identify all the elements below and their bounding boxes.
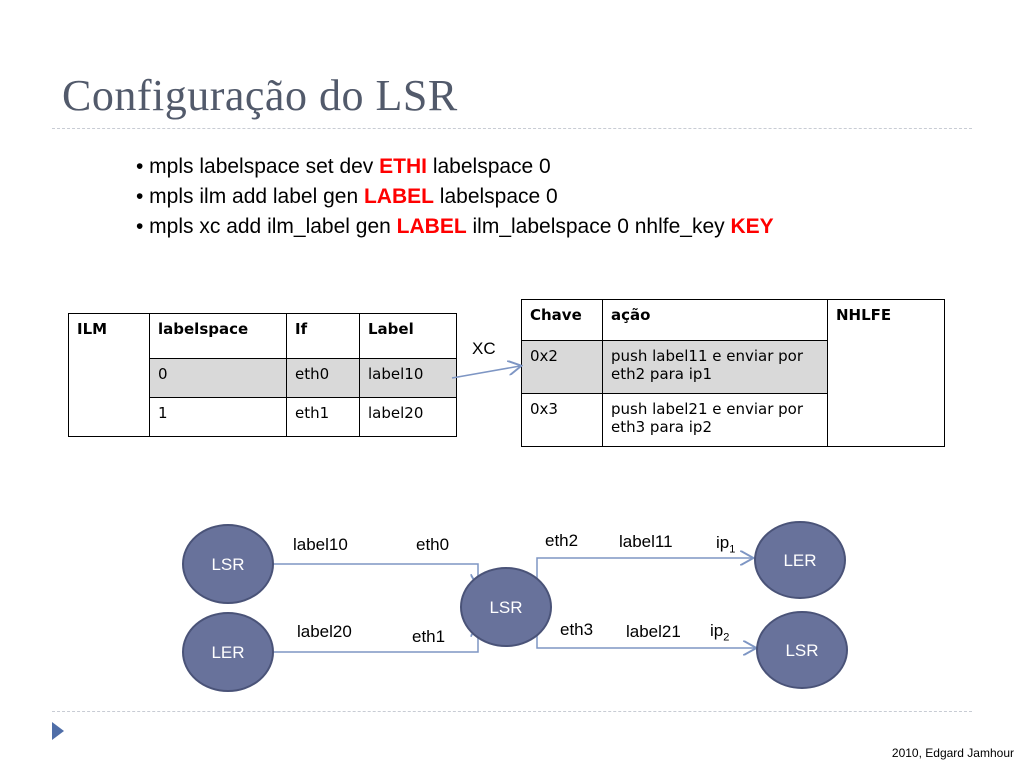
link-label: eth2 [545, 531, 579, 550]
table-header-cell: ação [602, 299, 828, 341]
nhlfe-header-cell: NHLFE [827, 299, 945, 447]
bullet-text: ilm_labelspace 0 nhlfe_key [466, 215, 731, 238]
table-cell: push label11 e enviar por eth2 para ip1 [602, 340, 828, 394]
link-label: label11 [619, 532, 673, 551]
bullet-text: • mpls ilm add label gen [136, 185, 364, 208]
node-label: LER [211, 643, 244, 662]
ilm-table: ILM labelspace If Label 0 eth0 label10 1… [68, 313, 457, 437]
bullet-highlight: KEY [730, 215, 774, 238]
play-arrow-icon [52, 722, 64, 740]
link-label-text: ip [710, 621, 724, 640]
table-cell: 0x3 [521, 393, 603, 447]
bullet-item: • mpls ilm add label gen LABEL labelspac… [136, 182, 774, 212]
link-label: eth1 [412, 627, 446, 646]
node-label: LER [783, 551, 816, 570]
slide-title: Configuração do LSR [62, 71, 458, 120]
link-label: ip1 [716, 533, 735, 555]
node-label: LSR [489, 598, 522, 617]
table-row: 1 eth1 label20 [69, 397, 457, 437]
table-header-row: Chave ação NHLFE [521, 299, 945, 447]
bullet-text: • mpls labelspace set dev [136, 155, 380, 178]
footer-divider [52, 711, 972, 712]
xc-label: XC [472, 339, 496, 358]
node-label: LSR [785, 641, 818, 660]
xc-arrow [451, 366, 520, 379]
bullet-item: • mpls xc add ilm_label gen LABEL ilm_la… [136, 212, 774, 242]
table-cell: 1 [149, 397, 287, 437]
node-label: LSR [211, 555, 244, 574]
node-right-top: LER [754, 521, 846, 599]
bullet-highlight: LABEL [363, 185, 434, 208]
bullet-text: labelspace 0 [426, 155, 551, 178]
title-divider [52, 128, 972, 129]
table-cell: push label21 e enviar por eth3 para ip2 [602, 393, 828, 447]
link-label: label21 [626, 622, 681, 641]
node-right-bottom: LSR [756, 611, 848, 689]
table-cell: 0x2 [521, 340, 603, 394]
link-label-text: ip [716, 533, 730, 552]
node-left-bottom: LER [182, 612, 274, 692]
table-header-row: ILM labelspace If Label [68, 313, 457, 437]
footer-credit: 2010, Edgard Jamhour [891, 746, 1014, 760]
link-label-subscript: 1 [729, 543, 736, 556]
ilm-header-cell: ILM [68, 313, 150, 437]
nhlfe-table: Chave ação NHLFE 0x2 push label11 e envi… [521, 299, 945, 447]
link-label: eth0 [416, 535, 450, 554]
link-label: ip2 [710, 621, 729, 643]
link-label: eth3 [560, 620, 594, 639]
bullet-item: • mpls labelspace set dev ETHI labelspac… [136, 152, 774, 182]
link-top-right [536, 558, 752, 582]
table-cell: eth1 [286, 397, 360, 437]
table-header-cell: labelspace [149, 313, 287, 359]
link-label-subscript: 2 [723, 631, 730, 644]
table-row: 0x3 push label21 e enviar por eth3 para … [521, 393, 945, 447]
bullet-text: labelspace 0 [433, 185, 558, 208]
bullet-highlight: ETHI [379, 155, 427, 178]
link-top-left [272, 563, 478, 586]
table-header-cell: Chave [521, 299, 603, 341]
table-header-cell: If [286, 313, 360, 359]
node-left-top: LSR [182, 524, 274, 604]
link-label: label20 [297, 622, 352, 641]
command-list: • mpls labelspace set dev ETHI labelspac… [136, 152, 774, 242]
bullet-text: • mpls xc add ilm_label gen [136, 215, 397, 238]
link-label: label10 [293, 535, 348, 554]
node-center: LSR [460, 567, 552, 647]
table-header-cell: Label [359, 313, 457, 359]
bullet-highlight: LABEL [396, 215, 467, 238]
table-cell: label20 [359, 397, 457, 437]
